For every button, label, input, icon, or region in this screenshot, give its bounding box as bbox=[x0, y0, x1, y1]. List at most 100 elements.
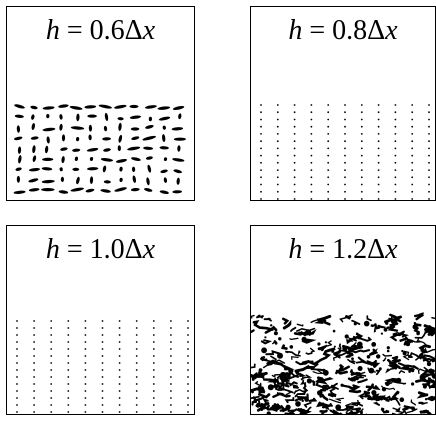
particle bbox=[426, 361, 432, 367]
particle bbox=[394, 133, 397, 135]
particle-streak bbox=[294, 364, 314, 373]
particle bbox=[344, 190, 346, 193]
particle bbox=[395, 377, 402, 384]
particle-cluster bbox=[130, 187, 140, 192]
particle bbox=[33, 397, 35, 399]
particle bbox=[67, 327, 70, 329]
particle bbox=[394, 198, 397, 200]
particle bbox=[327, 183, 330, 186]
particle-cluster bbox=[145, 124, 154, 129]
particle bbox=[16, 376, 18, 378]
particle-streak bbox=[303, 401, 312, 408]
particle bbox=[84, 376, 87, 378]
particle-streak bbox=[384, 377, 398, 382]
particle bbox=[33, 362, 35, 364]
particle bbox=[422, 384, 427, 389]
particle bbox=[428, 198, 430, 200]
particle bbox=[118, 390, 121, 392]
particle bbox=[101, 383, 104, 385]
particle bbox=[33, 348, 35, 350]
particle-streak bbox=[402, 350, 410, 361]
particle bbox=[84, 397, 87, 399]
particle bbox=[394, 161, 397, 164]
particle-cluster bbox=[46, 136, 50, 144]
particle bbox=[276, 147, 279, 150]
particle bbox=[266, 411, 271, 414]
particle-streak bbox=[272, 339, 277, 345]
particle bbox=[152, 348, 155, 350]
particle-cluster bbox=[44, 145, 49, 154]
particle bbox=[170, 376, 172, 378]
particle bbox=[305, 329, 312, 335]
particle-streak bbox=[273, 403, 280, 410]
particle bbox=[386, 349, 390, 353]
particle bbox=[310, 111, 313, 114]
particle bbox=[394, 125, 397, 128]
particle-cluster bbox=[146, 177, 150, 186]
particle bbox=[310, 198, 313, 200]
particle-streak bbox=[398, 365, 415, 373]
particle bbox=[187, 341, 189, 343]
particle-streak bbox=[258, 389, 266, 394]
particle bbox=[394, 190, 397, 193]
particle bbox=[170, 348, 172, 350]
particle-cluster bbox=[103, 180, 111, 184]
particle-streak bbox=[389, 334, 398, 342]
particle bbox=[101, 390, 104, 392]
particle-cluster bbox=[172, 158, 185, 162]
particle-streak bbox=[257, 371, 268, 377]
particle bbox=[310, 176, 313, 179]
particle-streak bbox=[403, 405, 417, 411]
particle-cluster bbox=[130, 157, 141, 161]
particle bbox=[152, 341, 155, 343]
particle bbox=[33, 334, 35, 336]
particle bbox=[67, 383, 70, 385]
particle-cluster bbox=[31, 114, 35, 120]
particle-streak bbox=[332, 354, 342, 362]
particle-cluster bbox=[41, 179, 55, 184]
particle-cluster bbox=[69, 105, 83, 110]
particle-cluster bbox=[59, 123, 63, 131]
particle-streak bbox=[351, 319, 361, 325]
particle bbox=[33, 320, 35, 322]
particle bbox=[260, 104, 262, 106]
particle-streak bbox=[263, 358, 272, 363]
particle bbox=[301, 399, 304, 402]
particle-streak bbox=[305, 352, 313, 355]
particle bbox=[327, 140, 330, 143]
particle-cluster bbox=[117, 145, 121, 152]
particle bbox=[135, 348, 138, 350]
particle bbox=[276, 183, 279, 186]
particle bbox=[366, 355, 371, 359]
particle bbox=[16, 369, 18, 371]
particle bbox=[170, 327, 172, 329]
particle-streak bbox=[403, 340, 412, 346]
particle-streak bbox=[260, 339, 273, 345]
particle-streak bbox=[285, 350, 301, 357]
particle bbox=[276, 190, 279, 193]
particle-streak bbox=[423, 354, 435, 360]
particle bbox=[16, 404, 18, 406]
particle bbox=[260, 169, 262, 172]
particle bbox=[424, 398, 428, 401]
particle-streak bbox=[263, 317, 272, 322]
particle-streak bbox=[258, 393, 271, 399]
particle-streak bbox=[334, 397, 345, 402]
particle-streak bbox=[324, 340, 333, 349]
panel-label: h = 0.6Δx bbox=[45, 15, 156, 46]
particle-streak bbox=[338, 364, 345, 372]
particle bbox=[394, 140, 397, 143]
particle bbox=[293, 104, 296, 106]
particle bbox=[260, 154, 262, 157]
particle bbox=[118, 355, 121, 357]
particle-streak bbox=[311, 380, 316, 386]
particle-cluster bbox=[17, 146, 22, 154]
particle bbox=[394, 104, 397, 106]
particle-streak bbox=[345, 405, 354, 411]
particle-cluster bbox=[147, 164, 152, 173]
particle bbox=[50, 411, 53, 413]
particle bbox=[428, 133, 430, 135]
particle bbox=[306, 378, 312, 384]
particle bbox=[33, 376, 35, 378]
particle-streak bbox=[422, 357, 430, 363]
